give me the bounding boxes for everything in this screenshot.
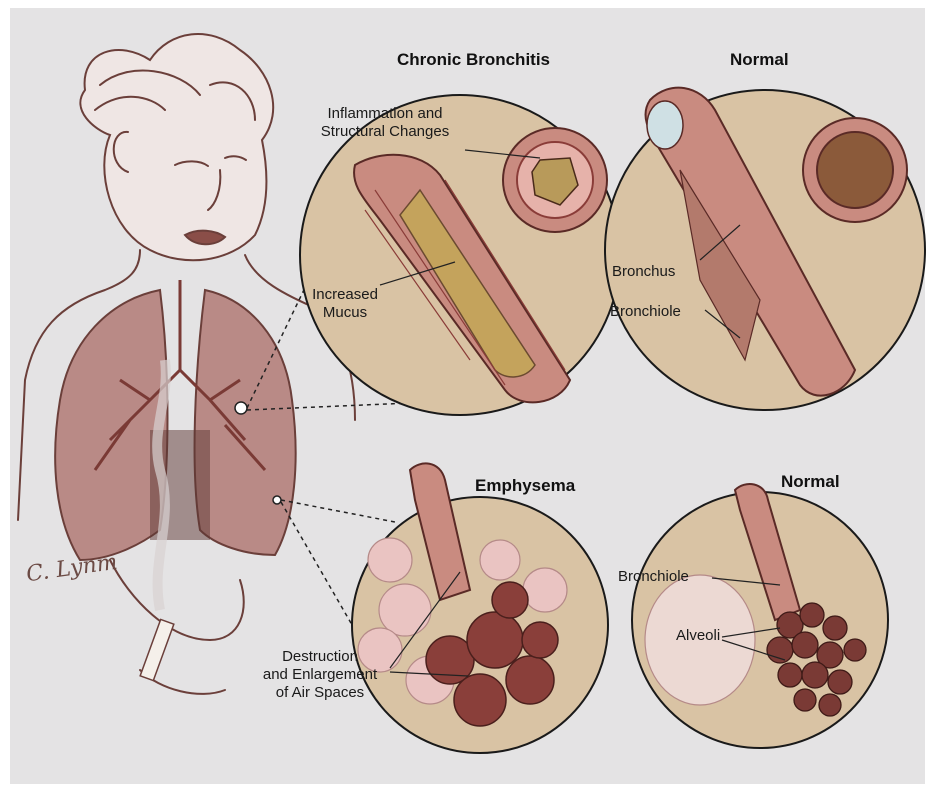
destruction-label: Destruction and Enlargement of Air Space… xyxy=(250,648,390,702)
normal-bronchi-title: Normal xyxy=(730,50,789,70)
normal-alveoli-title: Normal xyxy=(781,472,840,492)
bronchus-label: Bronchus xyxy=(612,263,702,281)
chronic-bronchitis-illustration xyxy=(300,95,620,415)
normal-alveoli-illustration xyxy=(632,484,888,748)
chronic-bronchitis-title: Chronic Bronchitis xyxy=(397,50,550,70)
emphysema-title: Emphysema xyxy=(475,476,575,496)
bronchiole-label: Bronchiole xyxy=(610,303,710,321)
increased-mucus-label: Increased Mucus xyxy=(300,286,390,322)
alveoli-bronchiole-label: Bronchiole xyxy=(618,568,718,586)
inflammation-label: Inflammation and Structural Changes xyxy=(300,105,470,141)
alveoli-label: Alveoli xyxy=(676,627,736,645)
emphysema-illustration xyxy=(352,463,608,753)
normal-bronchus-illustration xyxy=(605,88,925,410)
lungs xyxy=(55,280,295,560)
